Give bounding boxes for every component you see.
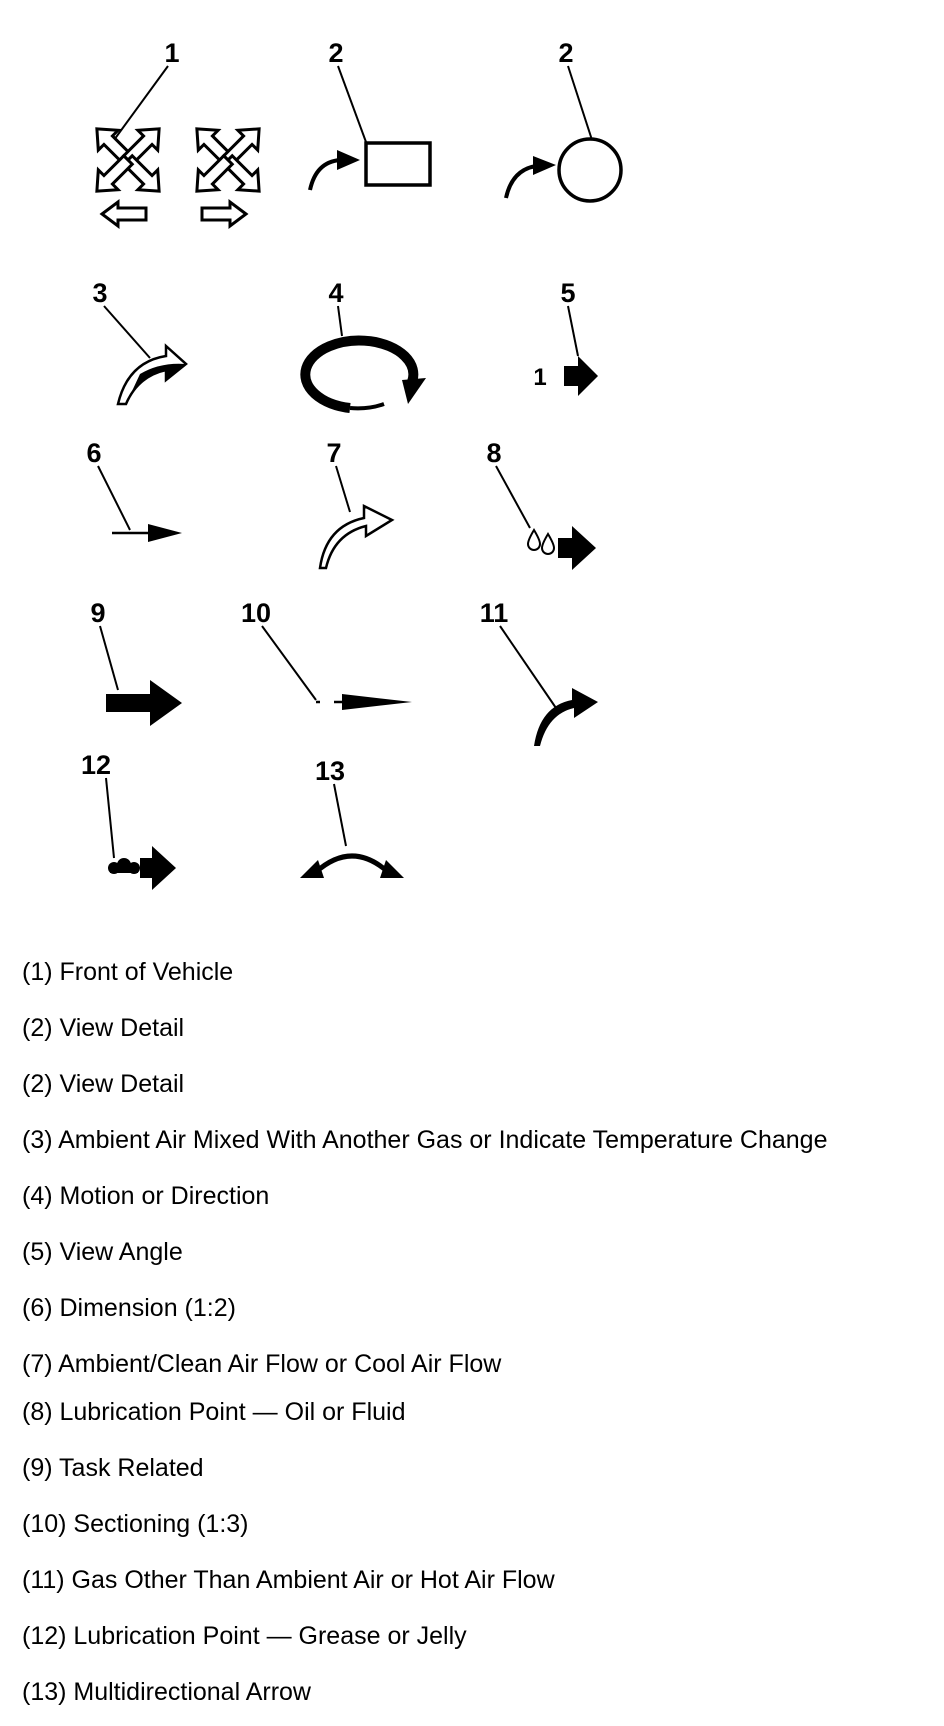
grease-jelly-lubrication-icon [108,846,176,890]
leader-line-5 [567,305,579,357]
legend-item: (2) View Detail [22,1070,185,1098]
symbol-diagram: 1 2 2 3 4 [81,38,623,890]
task-related-arrow-icon [106,680,182,726]
leader-line-3 [103,305,151,359]
view-angle-icon: 1 [533,356,598,396]
view-detail-circle-icon [504,137,623,203]
leader-line-2-rect [337,65,367,143]
multidirectional-arrow-icon [300,853,404,878]
motion-direction-icon [300,335,426,413]
callout-3: 3 [92,278,107,308]
callout-2-circle: 2 [558,38,573,68]
oil-fluid-lubrication-icon [526,526,596,570]
leader-line-7 [335,465,351,513]
leader-line-13 [333,783,347,847]
leader-line-9 [99,625,119,691]
cool-air-flow-icon [318,503,395,570]
leader-line-2-circle [567,65,593,141]
legend-item: (8) Lubrication Point — Oil or Fluid [22,1398,406,1426]
callout-13: 13 [315,756,345,786]
callout-4: 4 [328,278,343,308]
callout-11: 11 [480,598,509,628]
legend-item: (11) Gas Other Than Ambient Air or Hot A… [22,1566,555,1594]
callout-9: 9 [90,598,105,628]
legend-item: (3) Ambient Air Mixed With Another Gas o… [22,1126,828,1154]
callout-10: 10 [241,598,271,628]
legend-item: (7) Ambient/Clean Air Flow or Cool Air F… [22,1350,502,1378]
legend-item: (4) Motion or Direction [22,1182,270,1210]
callout-8: 8 [486,438,501,468]
ambient-air-mixed-icon [116,343,188,406]
legend-item: (10) Sectioning (1:3) [22,1510,249,1538]
legend-item: (1) Front of Vehicle [22,958,234,986]
legend-item: (13) Multidirectional Arrow [22,1678,311,1706]
legend-item: (6) Dimension (1:2) [22,1294,236,1322]
dimension-arrow-icon [112,524,182,542]
callout-2-rect: 2 [328,38,343,68]
hot-air-flow-icon [534,688,598,746]
callout-1: 1 [164,38,179,68]
legend-item: (9) Task Related [22,1454,204,1482]
leader-line-8 [495,465,531,529]
legend-item: (2) View Detail [22,1014,185,1042]
front-of-vehicle-icon [85,117,271,229]
view-angle-label: 1 [533,364,546,391]
leader-line-6 [97,465,131,531]
callout-5: 5 [560,278,575,308]
leader-line-4 [337,305,343,337]
sectioning-arrow-icon [316,694,412,710]
leader-line-1 [113,65,169,141]
view-detail-rect-icon [308,141,432,191]
leader-line-12 [105,777,115,859]
legend-item: (5) View Angle [22,1238,183,1266]
callout-12: 12 [81,750,111,780]
callout-7: 7 [326,438,341,468]
callout-6: 6 [86,438,101,468]
legend-item: (12) Lubrication Point — Grease or Jelly [22,1622,467,1650]
leader-line-11 [499,625,557,709]
leader-line-10 [261,625,317,701]
